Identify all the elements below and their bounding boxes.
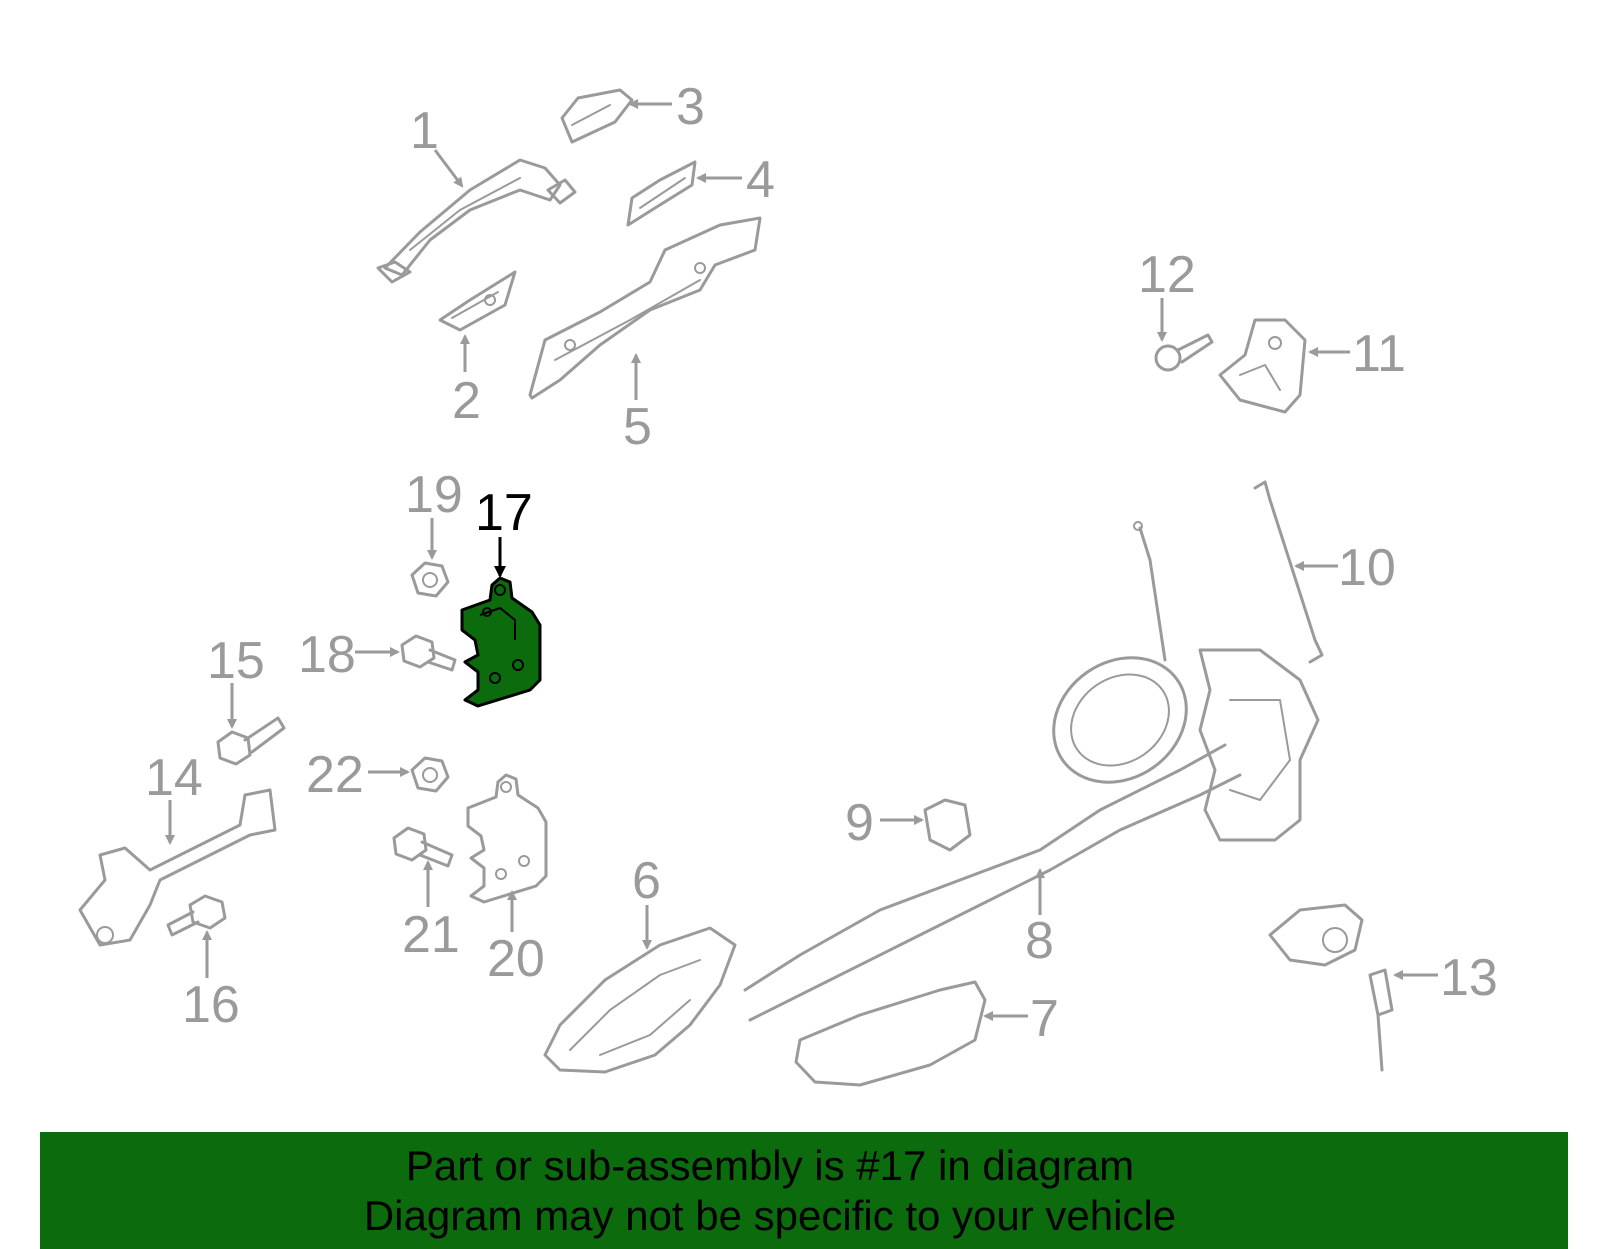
part-8-cables — [743, 743, 1242, 1022]
callout-15: 15 — [207, 632, 265, 690]
callout-12: 12 — [1138, 246, 1196, 304]
callout-18: 18 — [298, 626, 356, 684]
callout-16: 16 — [182, 976, 240, 1034]
part-20-bracket — [466, 773, 548, 904]
callout-11: 11 — [1352, 325, 1406, 383]
callout-2: 2 — [452, 372, 481, 430]
part-10-rod — [1253, 480, 1324, 664]
info-banner: Part or sub-assembly is #17 in diagram D… — [40, 1132, 1568, 1249]
callout-8: 8 — [1025, 912, 1054, 970]
parts-diagram: 1 2 3 4 5 6 7 — [78, 78, 1498, 1087]
callout-10: 10 — [1338, 539, 1396, 597]
part-19-nut — [410, 561, 450, 598]
callout-1: 1 — [410, 102, 439, 160]
part-4-gasket — [626, 160, 697, 227]
callout-7: 7 — [1030, 990, 1059, 1048]
part-13-lock-cylinder — [1268, 903, 1394, 1072]
part-16-bolt — [166, 894, 227, 937]
part-6-inside-handle — [543, 926, 737, 1074]
part-17-bracket-highlighted[interactable] — [460, 576, 542, 708]
leader-1 — [433, 149, 464, 188]
part-2-gasket — [438, 270, 517, 332]
part-18-bolt — [400, 634, 457, 672]
part-22-nut — [410, 756, 450, 793]
callout-3: 3 — [676, 78, 705, 136]
part-14-check-link — [78, 788, 277, 947]
callout-9: 9 — [845, 794, 874, 852]
part-5-handle-bracket — [528, 216, 762, 400]
callout-19: 19 — [405, 466, 463, 524]
part-15-bolt — [216, 716, 286, 766]
banner-line-part-number: Part or sub-assembly is #17 in diagram — [405, 1142, 1135, 1189]
part-3-cap — [560, 88, 634, 144]
part-12-screw — [1154, 333, 1214, 372]
callout-6: 6 — [632, 852, 661, 910]
callout-21: 21 — [402, 906, 460, 964]
callout-14: 14 — [145, 749, 203, 807]
part-11-striker — [1218, 318, 1307, 414]
part-7-pad — [794, 980, 987, 1087]
callout-17: 17 — [475, 484, 533, 542]
part-21-bolt — [392, 826, 454, 868]
callout-20: 20 — [487, 930, 545, 988]
callout-4: 4 — [746, 151, 775, 209]
part-1-outside-handle — [376, 158, 577, 284]
part-lock-assembly — [1052, 521, 1320, 842]
part-9-clip — [923, 798, 972, 852]
callout-5: 5 — [623, 398, 652, 456]
banner-line-disclaimer: Diagram may not be specific to your vehi… — [363, 1192, 1177, 1239]
callout-13: 13 — [1440, 949, 1498, 1007]
callout-22: 22 — [306, 746, 364, 804]
